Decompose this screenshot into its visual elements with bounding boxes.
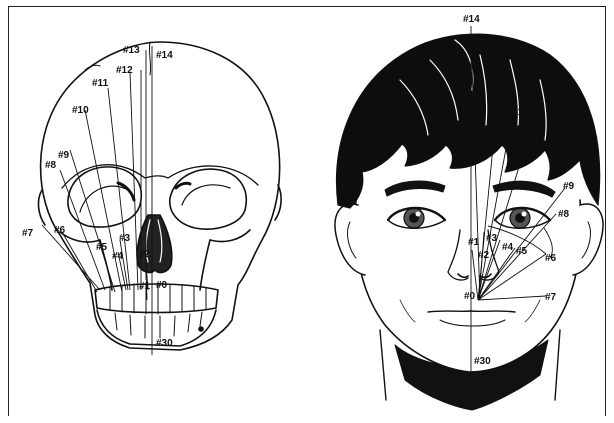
face-label-4: #4 [502, 242, 514, 253]
face-label-7: #7 [545, 292, 557, 303]
skull-label-0: #0 [156, 280, 168, 291]
face-label-1: #1 [468, 237, 480, 248]
skull-label-8: #8 [45, 160, 57, 171]
face-label-12: #12 [493, 92, 510, 103]
face-right-eyebrow [493, 181, 555, 197]
face-label-3: #3 [486, 233, 498, 244]
skull-label-9: #9 [58, 150, 70, 161]
skull-label-3: #3 [119, 233, 131, 244]
skull-label-14: #14 [156, 50, 173, 61]
skull-nasal-aperture [137, 215, 172, 272]
face-label-11: #11 [512, 107, 529, 118]
face-label-10: #10 [528, 132, 545, 143]
face-outline [355, 200, 581, 372]
skull-label-4: #4 [112, 251, 124, 262]
face-label-2: #2 [478, 250, 490, 261]
skull-label-11: #11 [92, 78, 109, 89]
face-label-5: #5 [516, 246, 528, 257]
face-label-9: #9 [563, 181, 575, 192]
face-illustration [335, 34, 603, 410]
skull-label-7: #7 [22, 228, 34, 239]
face-label-30: #30 [474, 356, 491, 367]
skull-label-13: #13 [123, 45, 140, 56]
skull-label-6: #6 [54, 225, 66, 236]
skull-left-orbit [68, 167, 141, 227]
skull-right-orbit [170, 169, 247, 229]
face-label-0: #0 [464, 291, 476, 302]
skull-illustration [38, 42, 281, 350]
face-hair [337, 34, 600, 208]
skull-label-10: #10 [72, 105, 89, 116]
skull-label-5: #5 [96, 242, 108, 253]
skull-label-2: #2 [139, 249, 151, 260]
skull-label-12: #12 [116, 65, 133, 76]
face-left-eyebrow [385, 181, 445, 196]
face-label-6: #6 [545, 253, 557, 264]
face-label-8: #8 [558, 209, 570, 220]
skull-label-1: #1 [139, 281, 151, 292]
skull-label-30: #30 [156, 338, 173, 349]
face-label-14: #14 [463, 14, 480, 25]
face-label-13: #13 [474, 38, 491, 49]
skull-cranium-outline [41, 42, 280, 350]
